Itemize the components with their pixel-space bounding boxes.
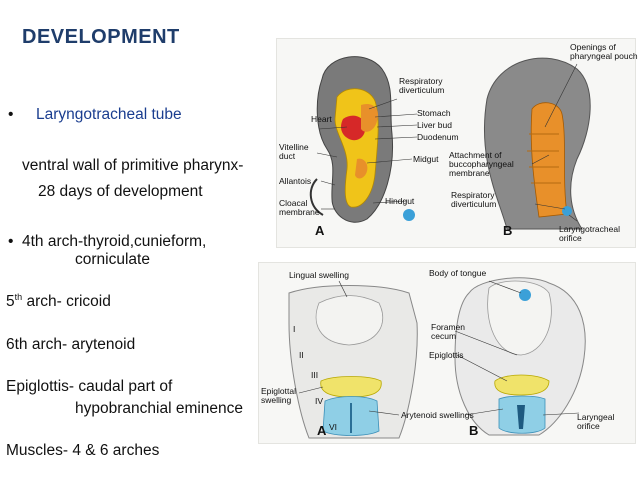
label-cloacal-membrane: Cloacal membrane xyxy=(279,198,320,217)
label-openings: Openings of pharyngeal pouches xyxy=(570,42,638,61)
label-lingual-swelling: Lingual swelling xyxy=(289,270,350,280)
embryo-figure-panel: Openings of pharyngeal pouches Respirato… xyxy=(276,38,638,248)
panel-a-label: A xyxy=(315,223,325,238)
label-attachment: Attachment of buccopharyngeal membrane xyxy=(449,150,514,178)
text-muscles: Muscles- 4 & 6 arches xyxy=(6,442,160,459)
text-6th-arch: 6th arch- arytenoid xyxy=(6,336,136,353)
label-epiglottal-swelling: Epiglottal swelling xyxy=(261,386,296,405)
label-roman-iv: IV xyxy=(315,396,324,406)
label-liver-bud: Liver bud xyxy=(417,120,452,130)
label-duodenum: Duodenum xyxy=(417,132,459,142)
label-roman-iii: III xyxy=(311,370,319,380)
text-4th-arch: 4th arch-thyroid,cunieform, xyxy=(22,233,207,250)
label-laryngeal-orifice: Laryngeal orifice xyxy=(577,412,615,431)
embryo-illustration xyxy=(309,56,591,230)
bullet-marker: • xyxy=(8,106,14,123)
label-respiratory-diverticulum: Respiratory diverticulum xyxy=(399,76,445,95)
panel-a-label-bottom: A xyxy=(317,423,327,438)
text-epiglottis: Epiglottis- caudal part of xyxy=(6,378,173,395)
tongue-figure-panel: Lingual swelling Body of tongue Foramen … xyxy=(258,262,636,444)
label-laryngotracheal-orifice: Laryngotracheal orifice xyxy=(559,224,620,243)
text-ventral-wall: ventral wall of primitive pharynx- xyxy=(22,157,244,174)
label-hindgut: Hindgut xyxy=(385,196,415,206)
panel-b-label: B xyxy=(503,223,513,238)
label-vitelline-duct: Vitelline duct xyxy=(279,142,309,161)
slide-title: DEVELOPMENT xyxy=(22,26,180,48)
label-epiglottis: Epiglottis xyxy=(429,350,464,360)
bullet-laryngotracheal: Laryngotracheal tube xyxy=(36,106,182,123)
label-roman-i: I xyxy=(293,324,296,334)
label-respiratory-diverticulum-b: Respiratory diverticulum xyxy=(451,190,497,209)
label-body-of-tongue: Body of tongue xyxy=(429,268,487,278)
text-hypobranchial: hypobranchial eminence xyxy=(75,400,244,417)
label-heart: Heart xyxy=(311,114,332,124)
text-28-days: 28 days of development xyxy=(38,183,203,200)
label-allantois: Allantois xyxy=(279,176,312,186)
label-arytenoid-swellings: Arytenoid swellings xyxy=(401,410,474,420)
bullet-marker-2: • xyxy=(8,233,14,250)
label-roman-ii: II xyxy=(299,350,304,360)
tongue-illustration xyxy=(288,277,586,439)
text-5th-arch: 5th arch- cricoid xyxy=(6,292,111,311)
text-corniculate: corniculate xyxy=(75,251,150,268)
allantois-blob xyxy=(403,209,415,221)
label-stomach: Stomach xyxy=(417,108,451,118)
label-foramen-cecum: Foramen cecum xyxy=(431,322,466,341)
label-roman-vi: VI xyxy=(329,422,338,432)
panel-b-label-bottom: B xyxy=(469,423,479,438)
label-midgut: Midgut xyxy=(413,154,439,164)
